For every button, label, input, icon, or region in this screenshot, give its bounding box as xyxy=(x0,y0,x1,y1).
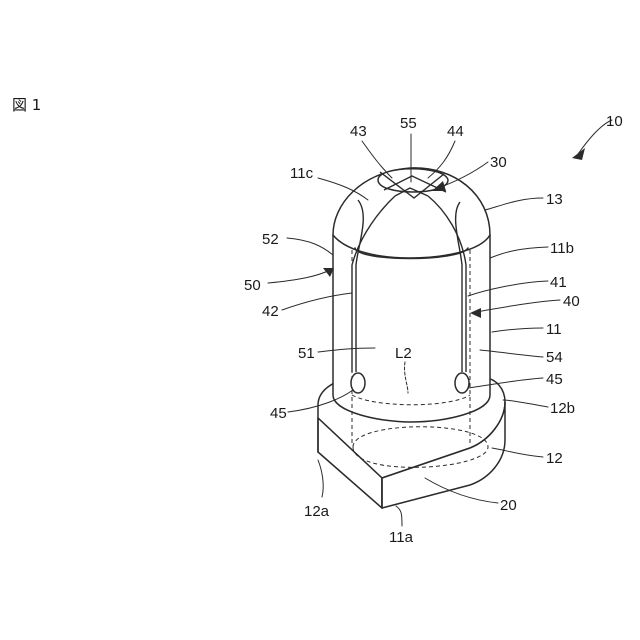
label-44: 44 xyxy=(447,123,464,140)
label-20: 20 xyxy=(500,497,517,514)
label-12: 12 xyxy=(546,450,563,467)
label-41: 41 xyxy=(550,274,567,291)
label-54: 54 xyxy=(546,349,563,366)
label-12a: 12a xyxy=(304,503,330,520)
label-45-right: 45 xyxy=(546,371,563,388)
label-11b: 11b xyxy=(550,240,574,257)
loop-right xyxy=(455,373,469,393)
label-50: 50 xyxy=(244,277,261,294)
label-30: 30 xyxy=(490,154,507,171)
label-11c: 11c xyxy=(290,165,314,182)
label-51: 51 xyxy=(298,345,315,362)
label-43: 43 xyxy=(350,123,367,140)
figure-title: 図 1 xyxy=(12,96,41,114)
label-52: 52 xyxy=(262,231,279,248)
label-11a: 11a xyxy=(389,529,414,546)
label-L2: L2 xyxy=(395,345,412,362)
label-42: 42 xyxy=(262,303,279,320)
label-45-left: 45 xyxy=(270,405,287,422)
label-40: 40 xyxy=(563,293,580,310)
label-55: 55 xyxy=(400,115,417,132)
label-11: 11 xyxy=(546,321,562,338)
label-12b: 12b xyxy=(550,400,575,417)
label-13: 13 xyxy=(546,191,563,208)
label-10: 10 xyxy=(606,113,623,130)
